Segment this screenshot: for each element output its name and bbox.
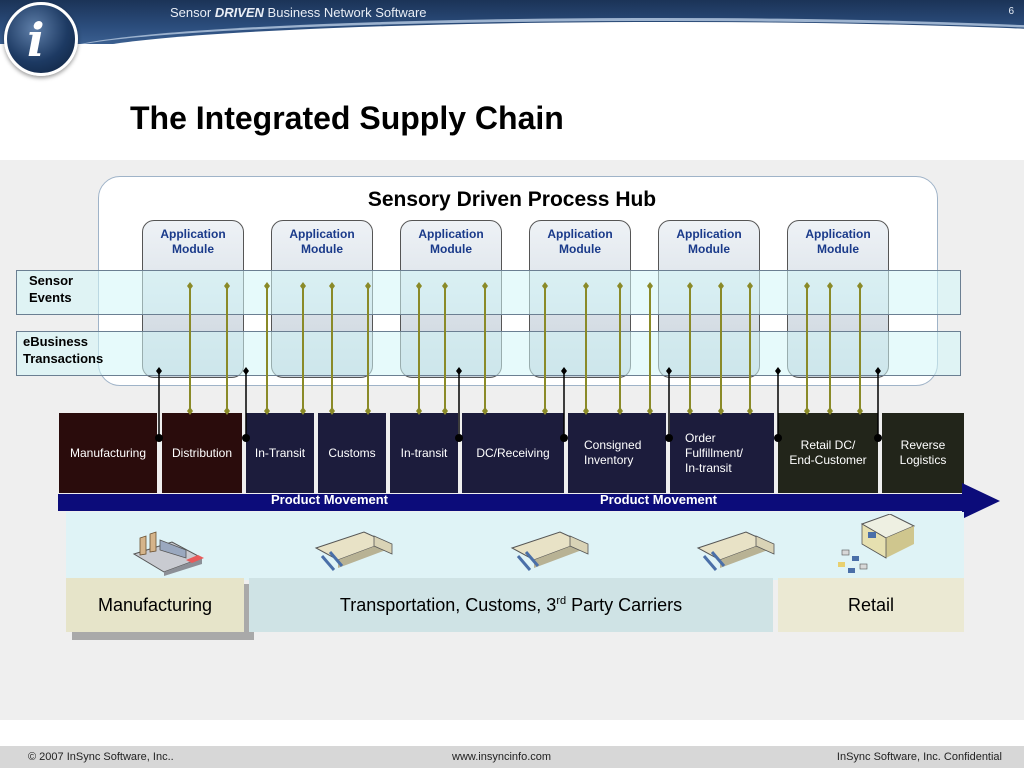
insync-logo-icon: i — [4, 2, 78, 76]
footer-confidential: InSync Software, Inc. Confidential — [836, 751, 1002, 763]
hub-title: Sensory Driven Process Hub — [367, 188, 657, 211]
product-movement-arrow — [58, 483, 1000, 519]
zone-retail: Retail — [778, 578, 964, 632]
module-label: Application Module — [418, 227, 484, 256]
ebusiness-transactions-label: eBusiness Transactions — [23, 334, 104, 366]
zone-transportation: Transportation, Customs, 3rd Party Carri… — [249, 578, 773, 632]
activity-label: Customs — [328, 445, 376, 460]
activity-label: In-Transit — [254, 445, 306, 460]
activity-tile-reverse-logistics: Reverse Logistics — [882, 413, 964, 493]
zone-manufacturing-label: Manufacturing — [97, 594, 213, 615]
tagline-bold: DRIVEN — [214, 5, 264, 20]
module-label: Application Module — [547, 227, 613, 256]
activity-label: Order Fulfillment/ In-transit — [685, 430, 744, 475]
banner-tagline: Sensor DRIVEN Business Network Software — [170, 5, 427, 20]
zone-transportation-prefix: Transportation, Customs, 3 — [339, 594, 557, 615]
truck-icon — [510, 531, 589, 571]
activity-tile-consigned-inventory: Consigned Inventory — [568, 413, 666, 493]
activity-label: DC/Receiving — [476, 445, 550, 460]
product-movement-label-1: Product Movement — [271, 492, 389, 507]
activity-tile-retail-dc: Retail DC/ End-Customer — [778, 413, 878, 493]
top-banner: Sensor DRIVEN Business Network Software … — [0, 0, 1024, 44]
activity-label: Distribution — [171, 445, 233, 460]
activity-tile-in-transit-2: In-transit — [390, 413, 458, 493]
activity-tile-dc-receiving: DC/Receiving — [462, 413, 564, 493]
module-label: Application Module — [805, 227, 871, 256]
zone-retail-label: Retail — [847, 594, 895, 615]
activity-label: Retail DC/ End-Customer — [789, 438, 867, 467]
activity-label: In-transit — [400, 445, 448, 460]
truck-icon — [314, 531, 393, 571]
logo-letter: i — [27, 13, 45, 67]
ebusiness-transactions-band: eBusiness Transactions — [16, 331, 961, 376]
banner-wave-line — [60, 18, 1024, 44]
activity-tile-in-transit: In-Transit — [246, 413, 314, 493]
sensor-events-label: Sensor Events — [29, 273, 74, 305]
icon-band — [66, 512, 964, 580]
store-icon — [838, 514, 916, 573]
zone-manufacturing: Manufacturing — [66, 578, 244, 632]
slide-number: 6 — [1008, 6, 1014, 17]
activity-tile-distribution: Distribution — [162, 413, 242, 493]
tagline-prefix: Sensor — [170, 5, 215, 20]
activity-tile-customs: Customs — [318, 413, 386, 493]
page-title: The Integrated Supply Chain — [130, 100, 564, 136]
footer: © 2007 InSync Software, Inc.. www.insync… — [0, 746, 1024, 768]
sensor-events-band: Sensor Events — [16, 270, 961, 315]
module-label: Application Module — [676, 227, 742, 256]
product-movement-label-2: Product Movement — [600, 492, 718, 507]
footer-website[interactable]: www.insyncinfo.com — [452, 751, 552, 763]
factory-icon — [132, 531, 204, 576]
tagline-suffix: Business Network Software — [263, 5, 427, 20]
activity-label: Reverse Logistics — [899, 438, 947, 467]
module-label: Application Module — [289, 227, 355, 256]
zone-transportation-suffix: Party Carriers — [566, 594, 683, 615]
zone-transportation-sup: rd — [556, 594, 567, 607]
zone-transportation-label: Transportation, Customs, 3rd Party Carri… — [340, 595, 682, 616]
activity-tile-order-fulfillment: Order Fulfillment/ In-transit — [670, 413, 774, 493]
activity-label: Consigned Inventory — [584, 438, 642, 467]
module-label: Application Module — [160, 227, 226, 256]
activity-tile-manufacturing: Manufacturing — [59, 413, 157, 493]
truck-icon — [696, 531, 775, 571]
arrow-shape — [58, 483, 1000, 519]
activity-label: Manufacturing — [69, 445, 147, 460]
footer-copyright: © 2007 InSync Software, Inc.. — [28, 751, 174, 763]
